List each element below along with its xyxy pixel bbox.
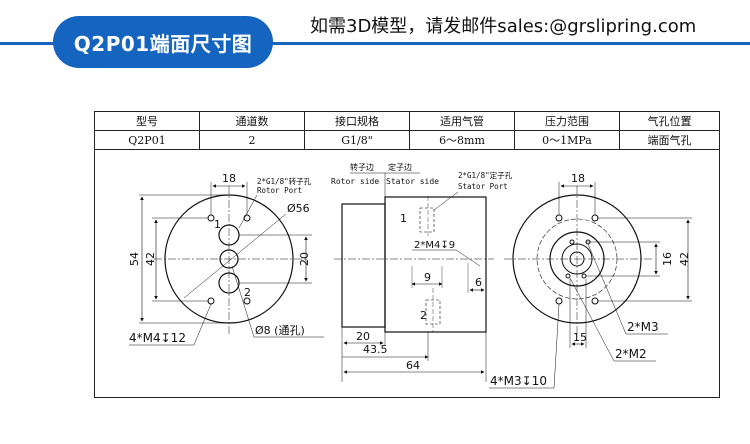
left-dim-54: 54 <box>128 252 141 266</box>
side-dim-43-5: 43.5 <box>363 343 388 356</box>
header-divider-line <box>0 42 750 45</box>
mount-hole <box>243 214 251 222</box>
right-dim-16: 16 <box>661 252 674 266</box>
spec-header-cell: 接口规格 <box>304 111 410 131</box>
spec-value-cell: Q2P01 <box>94 130 200 150</box>
side-dim-64: 64 <box>406 359 420 372</box>
spec-header-cell: 压力范围 <box>514 111 620 131</box>
left-end-view: 18 2*G1/8"转子孔 Rotor Port Ø56 54 42 20 1 … <box>128 172 324 346</box>
rotor-port-1-label: 1 <box>214 218 221 231</box>
rotor-side-cn: 转子边 <box>350 162 374 172</box>
right-dim-18: 18 <box>571 172 585 185</box>
channel-1-hidden <box>419 207 435 233</box>
technical-drawing: 18 2*G1/8"转子孔 Rotor Port Ø56 54 42 20 1 … <box>128 162 692 389</box>
stator-side-en: Stator side <box>386 177 439 186</box>
spec-header-cell: 通道数 <box>199 111 305 131</box>
m2-hole <box>565 273 571 279</box>
stator-port-note: 2*G1/8"定子孔 <box>458 170 513 180</box>
rotor-port-note-en: Rotor Port <box>257 186 302 195</box>
right-dim-42: 42 <box>678 252 691 266</box>
left-dim-42: 42 <box>144 252 157 266</box>
right-note-m2: 2*M2 <box>615 347 647 361</box>
spec-value-cell: 0～1MPa <box>514 130 620 150</box>
spec-table: 型号 通道数 接口规格 适用气管 压力范围 气孔位置 Q2P01 2 G1/8"… <box>94 111 720 150</box>
stator-side-cn: 定子边 <box>388 162 412 172</box>
spec-header-cell: 气孔位置 <box>619 111 720 131</box>
side-dim-6: 6 <box>475 276 482 289</box>
right-dim-15: 15 <box>573 331 587 344</box>
right-note-m3: 2*M3 <box>627 320 659 334</box>
bore-note: Ø8 (通孔) <box>255 324 305 337</box>
m3-hole <box>581 273 587 279</box>
right-holes-note: 4*M3↧10 <box>490 374 547 388</box>
spec-header-cell: 型号 <box>94 111 200 131</box>
page-title: Q2P01端面尺寸图 <box>53 16 273 68</box>
spec-value-row: Q2P01 2 G1/8" 6～8mm 0～1MPa 端面气孔 <box>94 130 720 150</box>
left-dim-phi56: Ø56 <box>287 202 310 215</box>
bore-circle <box>219 249 239 269</box>
left-holes-note: 4*M4↧12 <box>129 331 186 345</box>
rotor-body <box>341 203 386 328</box>
spec-value-cell: G1/8" <box>304 130 410 150</box>
m3-hole <box>569 239 575 245</box>
spec-value-cell: 端面气孔 <box>619 130 720 150</box>
contact-note: 如需3D模型，请发邮件sales:@grslipring.com <box>310 16 697 37</box>
stator-port-note-en: Stator Port <box>458 182 508 191</box>
rotor-side-en: Rotor side <box>331 177 379 186</box>
spec-value-cell: 2 <box>199 130 305 150</box>
rotor-port-2-label: 2 <box>244 286 251 299</box>
left-dim-20: 20 <box>298 252 311 266</box>
side-port-2-label: 2 <box>420 309 427 322</box>
side-dim-9: 9 <box>424 271 431 284</box>
stator-mount-hole <box>555 297 563 305</box>
right-end-view: 18 16 42 15 2*M3 2*M2 4*M3↧10 <box>489 172 692 389</box>
left-dim-18: 18 <box>222 172 236 185</box>
side-dim-20: 20 <box>356 330 370 343</box>
rotor-port-note: 2*G1/8"转子孔 <box>257 176 312 186</box>
side-view: 1 2 转子边 定子边 Rotor side Stator side 2*G1/… <box>331 162 513 382</box>
spec-header-cell: 适用气管 <box>409 111 515 131</box>
mount-hole <box>243 297 251 305</box>
spec-header-row: 型号 通道数 接口规格 适用气管 压力范围 气孔位置 <box>94 111 720 131</box>
spec-value-cell: 6～8mm <box>409 130 515 150</box>
thread-note: 2*M4↧9 <box>414 240 455 251</box>
stator-mount-hole <box>555 214 563 222</box>
side-port-1-label: 1 <box>400 212 407 225</box>
